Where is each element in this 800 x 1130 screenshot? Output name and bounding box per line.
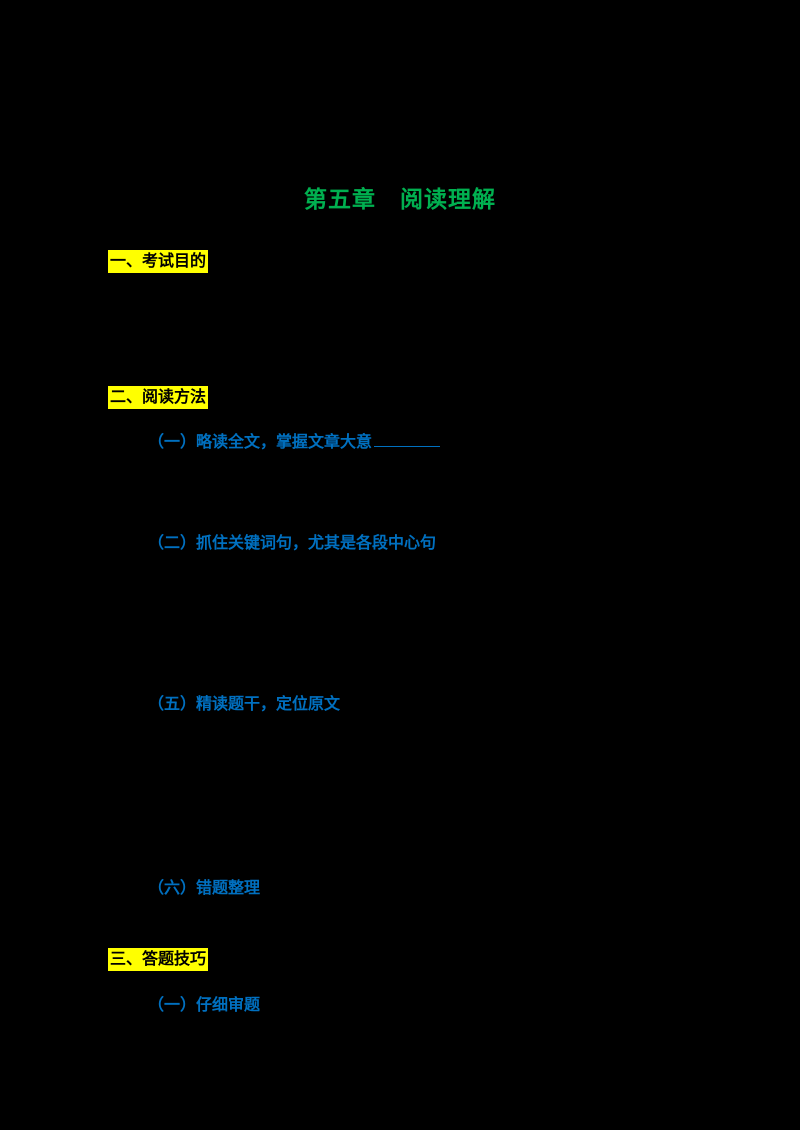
section-heading-exam-purpose: 一、考试目的 (108, 250, 209, 273)
section-heading-answering-techniques: 三、答题技巧 (108, 948, 209, 971)
subheading-text: （一）略读全文，掌握文章大意 (148, 434, 373, 451)
chapter-title: 第五章 阅读理解 (304, 186, 496, 212)
subheading-answering-technique-1: （一）仔细审题 (148, 997, 261, 1014)
subheading-reading-method-6: （六）错题整理 (148, 880, 261, 897)
subheading-reading-method-2: （二）抓住关键词句，尤其是各段中心句 (148, 535, 437, 552)
blank-underline (374, 432, 441, 447)
subheading-reading-method-5: （五）精读题干，定位原文 (148, 696, 341, 713)
section-heading-reading-methods: 二、阅读方法 (108, 386, 209, 409)
subheading-reading-method-1: （一）略读全文，掌握文章大意 (148, 432, 441, 452)
